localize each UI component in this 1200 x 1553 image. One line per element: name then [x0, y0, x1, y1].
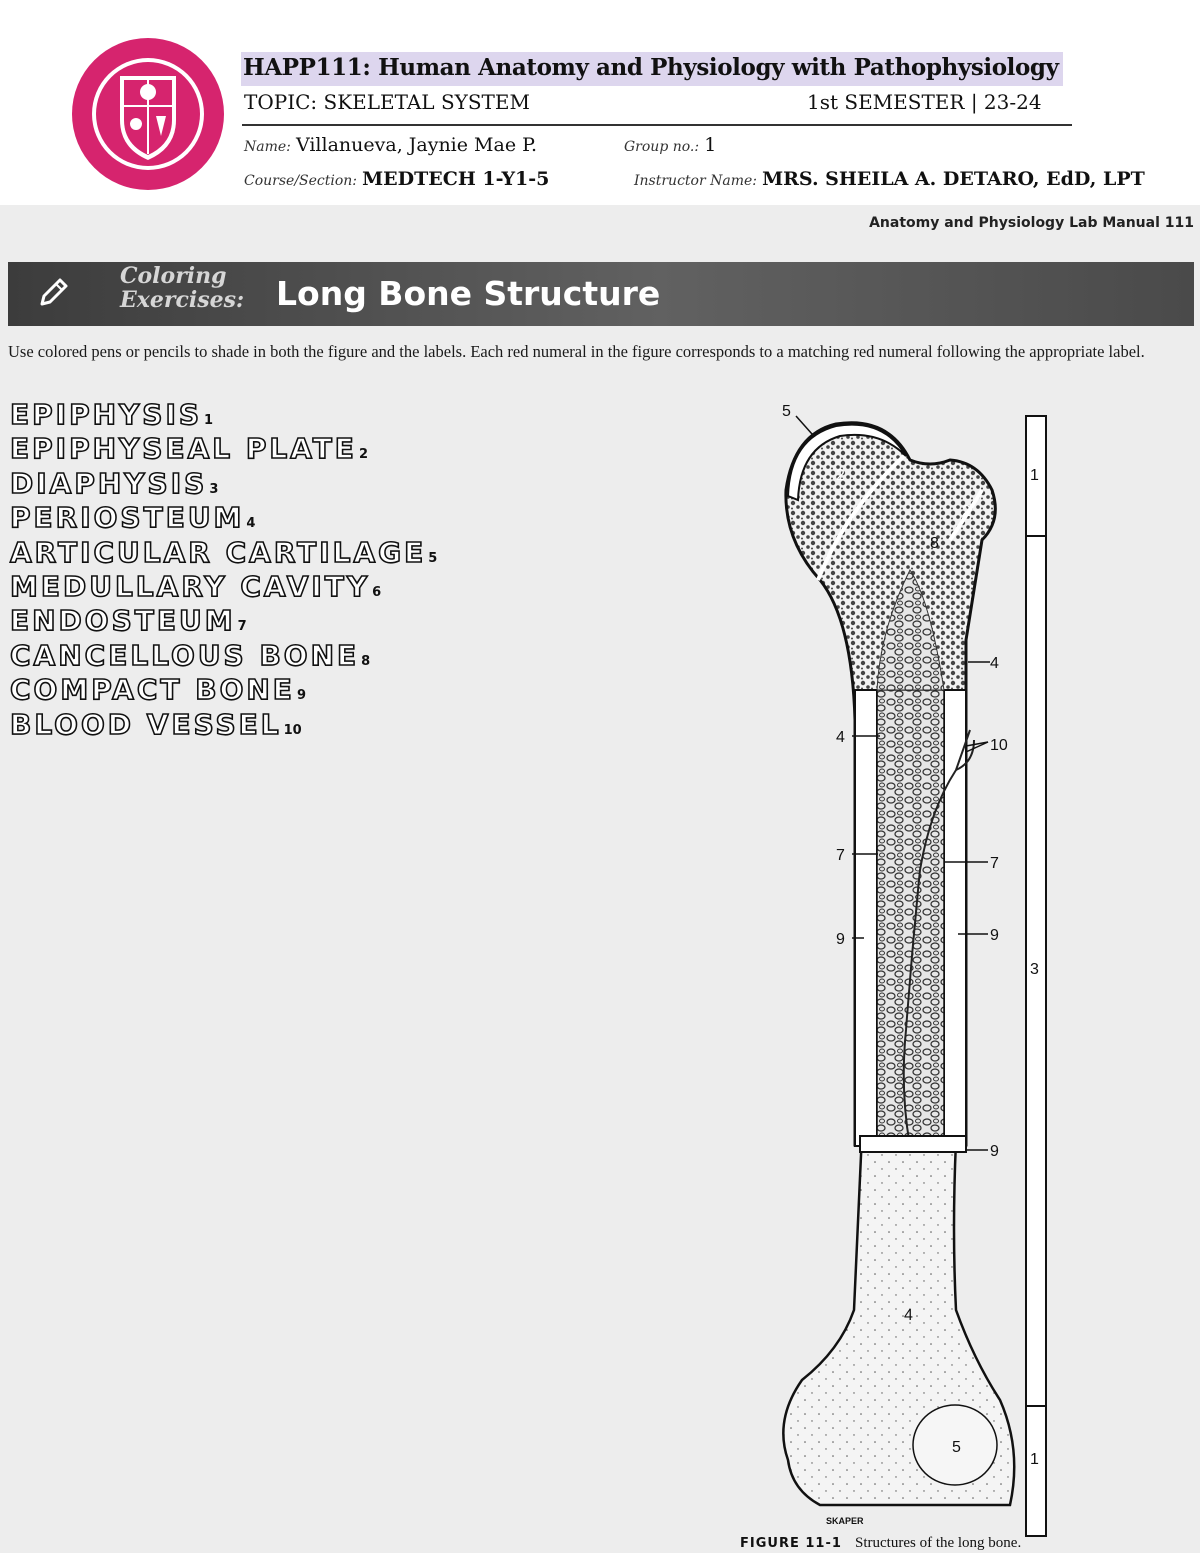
banner-subtitle-line1: Coloring — [120, 263, 227, 289]
group-field-value: 1 — [704, 134, 717, 156]
leader-lines — [795, 415, 990, 1151]
callout-periosteum: 4 — [836, 729, 845, 746]
callout-blood-vessel: 10 — [990, 737, 1008, 754]
term-label: MEDULLARY CAVITY — [9, 569, 371, 604]
blood-vessel-branch — [955, 739, 975, 771]
term-number: 3 — [209, 481, 219, 497]
epiphyseal-plate-line-head — [816, 454, 906, 581]
ruler-label-epiphysis: 1 — [1030, 467, 1039, 484]
banner-subtitle-line2: Exercises: — [120, 287, 245, 313]
term-number: 2 — [358, 447, 368, 463]
term-number: 8 — [361, 653, 371, 669]
artist-signature: SKAPER — [826, 1516, 864, 1526]
section-field-label: Course/Section: — [244, 173, 358, 189]
term-number: 4 — [246, 516, 256, 532]
callout-endosteum: 7 — [990, 855, 999, 872]
section-field-value: MEDTECH 1-Y1-5 — [362, 168, 550, 190]
section-cut-band — [859, 1135, 967, 1153]
callout-endosteum: 7 — [836, 847, 845, 864]
group-field-label: Group no.: — [624, 139, 700, 155]
instructions-text: Use colored pens or pencils to shade in … — [8, 342, 1145, 361]
term-number: 6 — [372, 584, 382, 600]
term-label: EPIPHYSIS — [9, 398, 203, 432]
header-divider — [242, 124, 1072, 126]
epiphyseal-plate-line-trochanter — [948, 488, 984, 542]
pencil-icon — [40, 278, 68, 306]
exercise-banner: Coloring Exercises: Long Bone Structure — [8, 262, 1194, 326]
banner-title: Long Bone Structure — [276, 274, 661, 313]
semester-label: 1st SEMESTER | 23-24 — [807, 90, 1042, 114]
cancellous-neck — [876, 569, 945, 691]
term-label: CANCELLOUS BONE — [9, 638, 360, 672]
topic-label: TOPIC: SKELETAL SYSTEM — [244, 90, 530, 114]
callout-cancellous-bone: 8 — [930, 535, 939, 552]
term-number: 5 — [428, 550, 438, 566]
name-field: Name: Villanueva, Jaynie Mae P. — [244, 134, 537, 156]
instructor-field-value: MRS. SHEILA A. DETARO, EdD, LPT — [762, 168, 1145, 190]
proximal-articular-cartilage — [786, 423, 907, 502]
callout-periosteum: 4 — [990, 655, 999, 672]
long-bone-figure: 5 2 2 8 4 4 10 7 7 9 9 9 4 5 1 3 1 SKAPE… — [782, 403, 1047, 1537]
name-field-label: Name: — [244, 139, 291, 155]
instructor-field-label: Instructor Name: — [634, 173, 757, 189]
ruler-label-diaphysis: 3 — [1030, 961, 1039, 978]
term-label: DIAPHYSIS — [9, 466, 208, 500]
group-field: Group no.: 1 — [624, 134, 716, 156]
callout-epiphyseal-plate: 2 — [962, 503, 971, 520]
university-seal — [72, 38, 224, 190]
term-number: 1 — [204, 413, 214, 428]
figure-caption-text: Structures of the long bone. — [855, 1535, 1022, 1551]
term-number: 10 — [283, 722, 302, 738]
blood-vessel — [902, 729, 971, 1147]
callout-articular-cartilage: 5 — [782, 403, 791, 420]
term-number: 9 — [296, 688, 306, 704]
term-label: EPIPHYSEAL PLATE — [9, 432, 357, 466]
figure-caption: FIGURE 11-1 Structures of the long bone. — [740, 1532, 1021, 1552]
ruler-label-epiphysis: 1 — [1030, 1451, 1039, 1468]
name-field-value: Villanueva, Jaynie Mae P. — [295, 134, 538, 156]
term-label: PERIOSTEUM — [9, 501, 245, 535]
callout-articular-cartilage: 5 — [952, 1439, 961, 1456]
callout-compact-bone: 9 — [836, 931, 845, 948]
running-head: Anatomy and Physiology Lab Manual 111 — [869, 215, 1194, 231]
distal-articular-cartilage — [912, 1404, 998, 1486]
instructor-field: Instructor Name: MRS. SHEILA A. DETARO, … — [634, 168, 1145, 190]
term-label: ENDOSTEUM — [9, 604, 236, 638]
term-number: 7 — [237, 619, 247, 635]
course-title: HAPP111: Human Anatomy and Physiology wi… — [241, 52, 1063, 86]
compact-wall-right — [943, 689, 967, 1147]
section-field: Course/Section: MEDTECH 1-Y1-5 — [244, 168, 549, 190]
compact-wall-left — [854, 689, 878, 1147]
callout-compact-bone: 9 — [990, 1143, 999, 1160]
term-label: COMPACT BONE — [9, 673, 295, 707]
bone-region-ruler — [1025, 415, 1047, 1537]
callout-periosteum: 4 — [904, 1307, 913, 1324]
term-label: BLOOD VESSEL — [9, 707, 282, 741]
term-label: ARTICULAR CARTILAGE — [9, 535, 427, 569]
callout-compact-bone: 9 — [990, 927, 999, 944]
medullary-cavity — [876, 689, 945, 1147]
banner-subtitle: Coloring Exercises: — [120, 264, 244, 312]
callout-epiphyseal-plate: 2 — [836, 467, 845, 484]
bone-distal-outline — [782, 1043, 1016, 1507]
figure-caption-label: FIGURE 11-1 — [740, 1536, 842, 1551]
scanned-manual-page: Anatomy and Physiology Lab Manual 111 Co… — [0, 205, 1200, 1553]
